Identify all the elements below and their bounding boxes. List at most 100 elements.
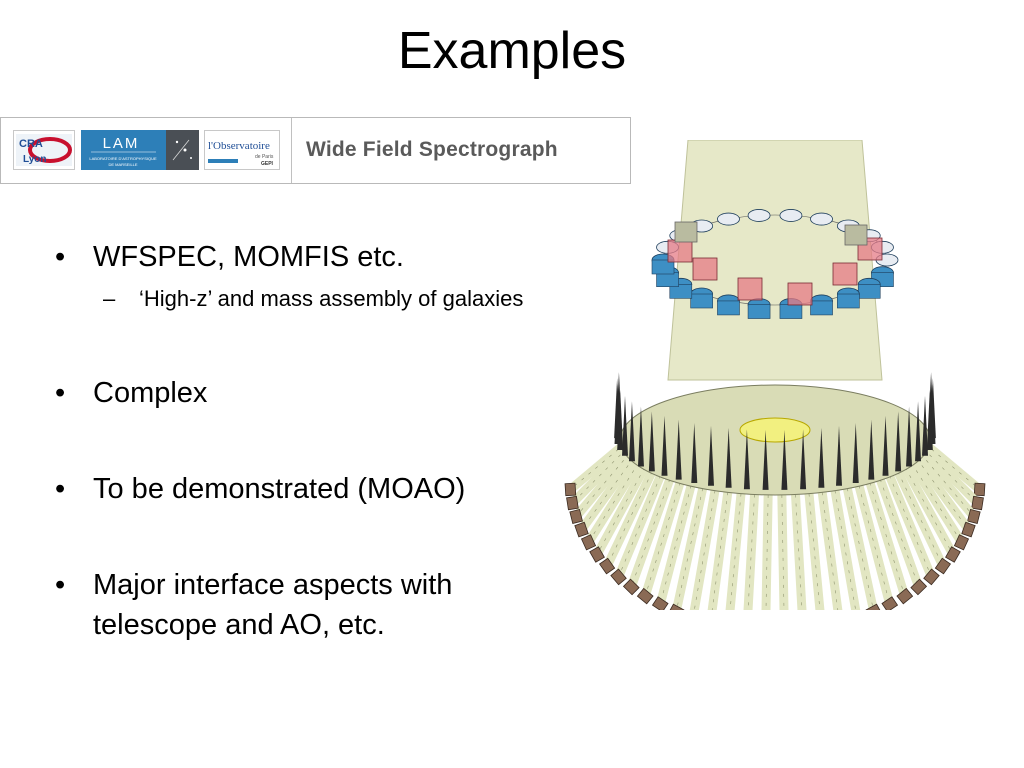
bullet-marker: • <box>55 569 66 601</box>
fold-cone <box>743 429 750 490</box>
arm-detail <box>808 493 821 610</box>
pickoff-cylinder-body <box>717 300 740 316</box>
spectrograph-arm <box>893 467 948 571</box>
pickoff-cylinder <box>717 212 740 226</box>
spectrograph-arm <box>571 448 635 521</box>
fold-cone <box>882 415 889 476</box>
bullet-text: Major interface aspects with telescope a… <box>93 569 453 641</box>
detector-block <box>967 508 981 524</box>
fold-cone <box>915 401 922 462</box>
arm-detail <box>869 482 906 597</box>
spectrograph-arm <box>725 489 746 610</box>
svg-text:LAM: LAM <box>103 135 140 152</box>
bullet-item: • Major interface aspects with telescope… <box>55 565 545 645</box>
arm-detail <box>904 467 954 555</box>
spectrograph-arm <box>915 448 979 521</box>
slide-title: Examples <box>397 22 627 80</box>
wfspec-instrument-drawing <box>564 140 986 610</box>
arm-detail <box>916 458 969 530</box>
svg-text:DE MARSEILLE: DE MARSEILLE <box>108 162 137 167</box>
arm-detail <box>659 485 692 605</box>
observatoire-logo-icon: l'Observatoire de Paris GEPI <box>208 140 274 167</box>
arm-detail <box>631 479 671 588</box>
arm-detail <box>879 479 919 588</box>
fold-cone <box>818 427 825 488</box>
detector-block <box>953 534 970 551</box>
telescope-beam <box>667 140 883 381</box>
pickoff-cylinder-body <box>656 272 679 287</box>
bullet-marker: • <box>55 473 66 505</box>
sub-bullet-marker: – <box>103 286 116 311</box>
fold-cone <box>800 429 807 490</box>
fold-cone <box>922 395 929 456</box>
pickoff-cylinder-body <box>690 293 713 309</box>
detector-block <box>574 521 589 538</box>
spectrograph-arm <box>602 467 657 571</box>
central-mirror <box>739 417 811 443</box>
logo-banner: CRA Lyon LAM LABORATOIRE D'ASTROPHYSIQUE… <box>0 117 631 184</box>
detector-block <box>934 557 951 575</box>
pickoff-cylinder-body <box>810 300 833 316</box>
arm-detail <box>911 462 962 543</box>
arm-detail <box>572 448 627 504</box>
relay-cube <box>844 224 868 246</box>
bullet-item: • To be demonstrated (MOAO) <box>55 469 545 509</box>
pickoff-cylinder-body <box>857 284 881 299</box>
fold-cone <box>895 411 902 472</box>
fold-cone <box>781 429 788 490</box>
arm-detail <box>618 475 661 578</box>
fold-cone <box>648 411 655 472</box>
pickoff-cylinder-body <box>779 304 803 319</box>
fold-cone <box>868 419 875 480</box>
fold-cone <box>926 389 933 450</box>
pickoff-cylinder-body <box>837 293 860 309</box>
detector-block <box>923 568 940 586</box>
detector-block <box>569 508 583 524</box>
bullet-item: • Complex <box>55 373 545 413</box>
arm-detail <box>644 482 681 597</box>
pickoff-cylinder-body <box>747 304 771 319</box>
arm-detail <box>694 490 716 610</box>
detector-block <box>651 596 669 610</box>
arm-detail <box>676 488 704 610</box>
arm-detail <box>846 488 874 610</box>
spectrograph-arm <box>761 490 773 610</box>
cral-logo: CRA Lyon <box>13 130 75 170</box>
pickoff-cylinder <box>747 209 771 222</box>
detector-block <box>622 578 640 596</box>
observatoire-logo: l'Observatoire de Paris GEPI <box>204 130 280 170</box>
sub-bullet-item: – ‘High-z’ and mass assembly of galaxies <box>55 283 545 315</box>
lam-logo-icon: LAM LABORATOIRE D'ASTROPHYSIQUE DE MARSE… <box>81 130 199 170</box>
detector-block <box>865 603 882 610</box>
detector-block <box>668 603 685 610</box>
fold-cone <box>836 425 843 486</box>
detector-block <box>589 546 605 563</box>
relay-cube <box>674 221 698 243</box>
fold-cone <box>762 429 769 490</box>
detector-block <box>564 482 577 497</box>
fold-cone <box>707 425 714 486</box>
bullet-marker: • <box>55 241 66 273</box>
svg-text:Lyon: Lyon <box>23 154 47 165</box>
bullet-marker: • <box>55 377 66 409</box>
svg-text:CRA: CRA <box>19 138 43 150</box>
beam-splitter-cube <box>692 257 718 281</box>
svg-text:l'Observatoire: l'Observatoire <box>208 140 270 152</box>
detector-block <box>896 587 914 605</box>
spectrograph-arm <box>743 489 760 610</box>
detector-block <box>580 534 597 551</box>
detector-block <box>599 557 616 575</box>
detector-block <box>961 521 976 538</box>
banner-title: Wide Field Spectrograph <box>306 138 558 161</box>
beam-splitter-cube <box>832 262 858 286</box>
spectrograph-arm <box>777 490 789 610</box>
fold-cone <box>621 395 628 456</box>
fold-cone <box>637 406 644 467</box>
arm-detail <box>570 443 626 490</box>
detector-block <box>973 482 986 497</box>
detector-block <box>610 568 627 586</box>
sub-bullet-text: ‘High-z’ and mass assembly of galaxies <box>139 286 524 311</box>
spectrograph-arm <box>790 489 807 610</box>
fold-cone <box>628 401 635 462</box>
detector-block <box>910 578 928 596</box>
